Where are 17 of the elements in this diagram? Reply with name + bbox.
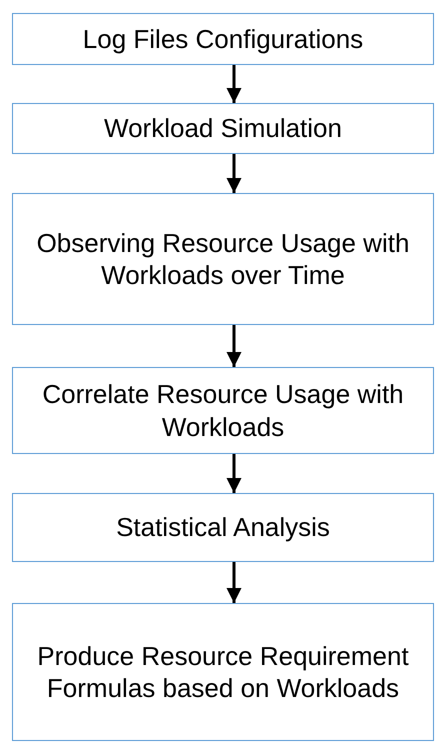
step-label: Observing Resource Usage with Workloads over Time bbox=[36, 226, 410, 292]
process-box bbox=[12, 367, 434, 454]
process-box bbox=[12, 13, 434, 65]
arrow bbox=[226, 454, 242, 493]
arrow bbox=[226, 154, 242, 193]
process-box bbox=[12, 193, 434, 325]
arrow bbox=[226, 562, 242, 603]
step-label: Produce Resource Requirement Formulas based on Workloads bbox=[36, 640, 410, 704]
process-box bbox=[12, 103, 434, 154]
process-box bbox=[12, 493, 434, 562]
process-box bbox=[12, 603, 434, 741]
step-label: Statistical Analysis bbox=[115, 511, 331, 544]
arrow bbox=[226, 325, 242, 367]
step-label: Log Files Configurations bbox=[82, 22, 364, 56]
step-label: Workload Simulation bbox=[103, 112, 343, 145]
arrow bbox=[226, 65, 242, 103]
step-label: Correlate Resource Usage with Workloads bbox=[41, 378, 405, 443]
